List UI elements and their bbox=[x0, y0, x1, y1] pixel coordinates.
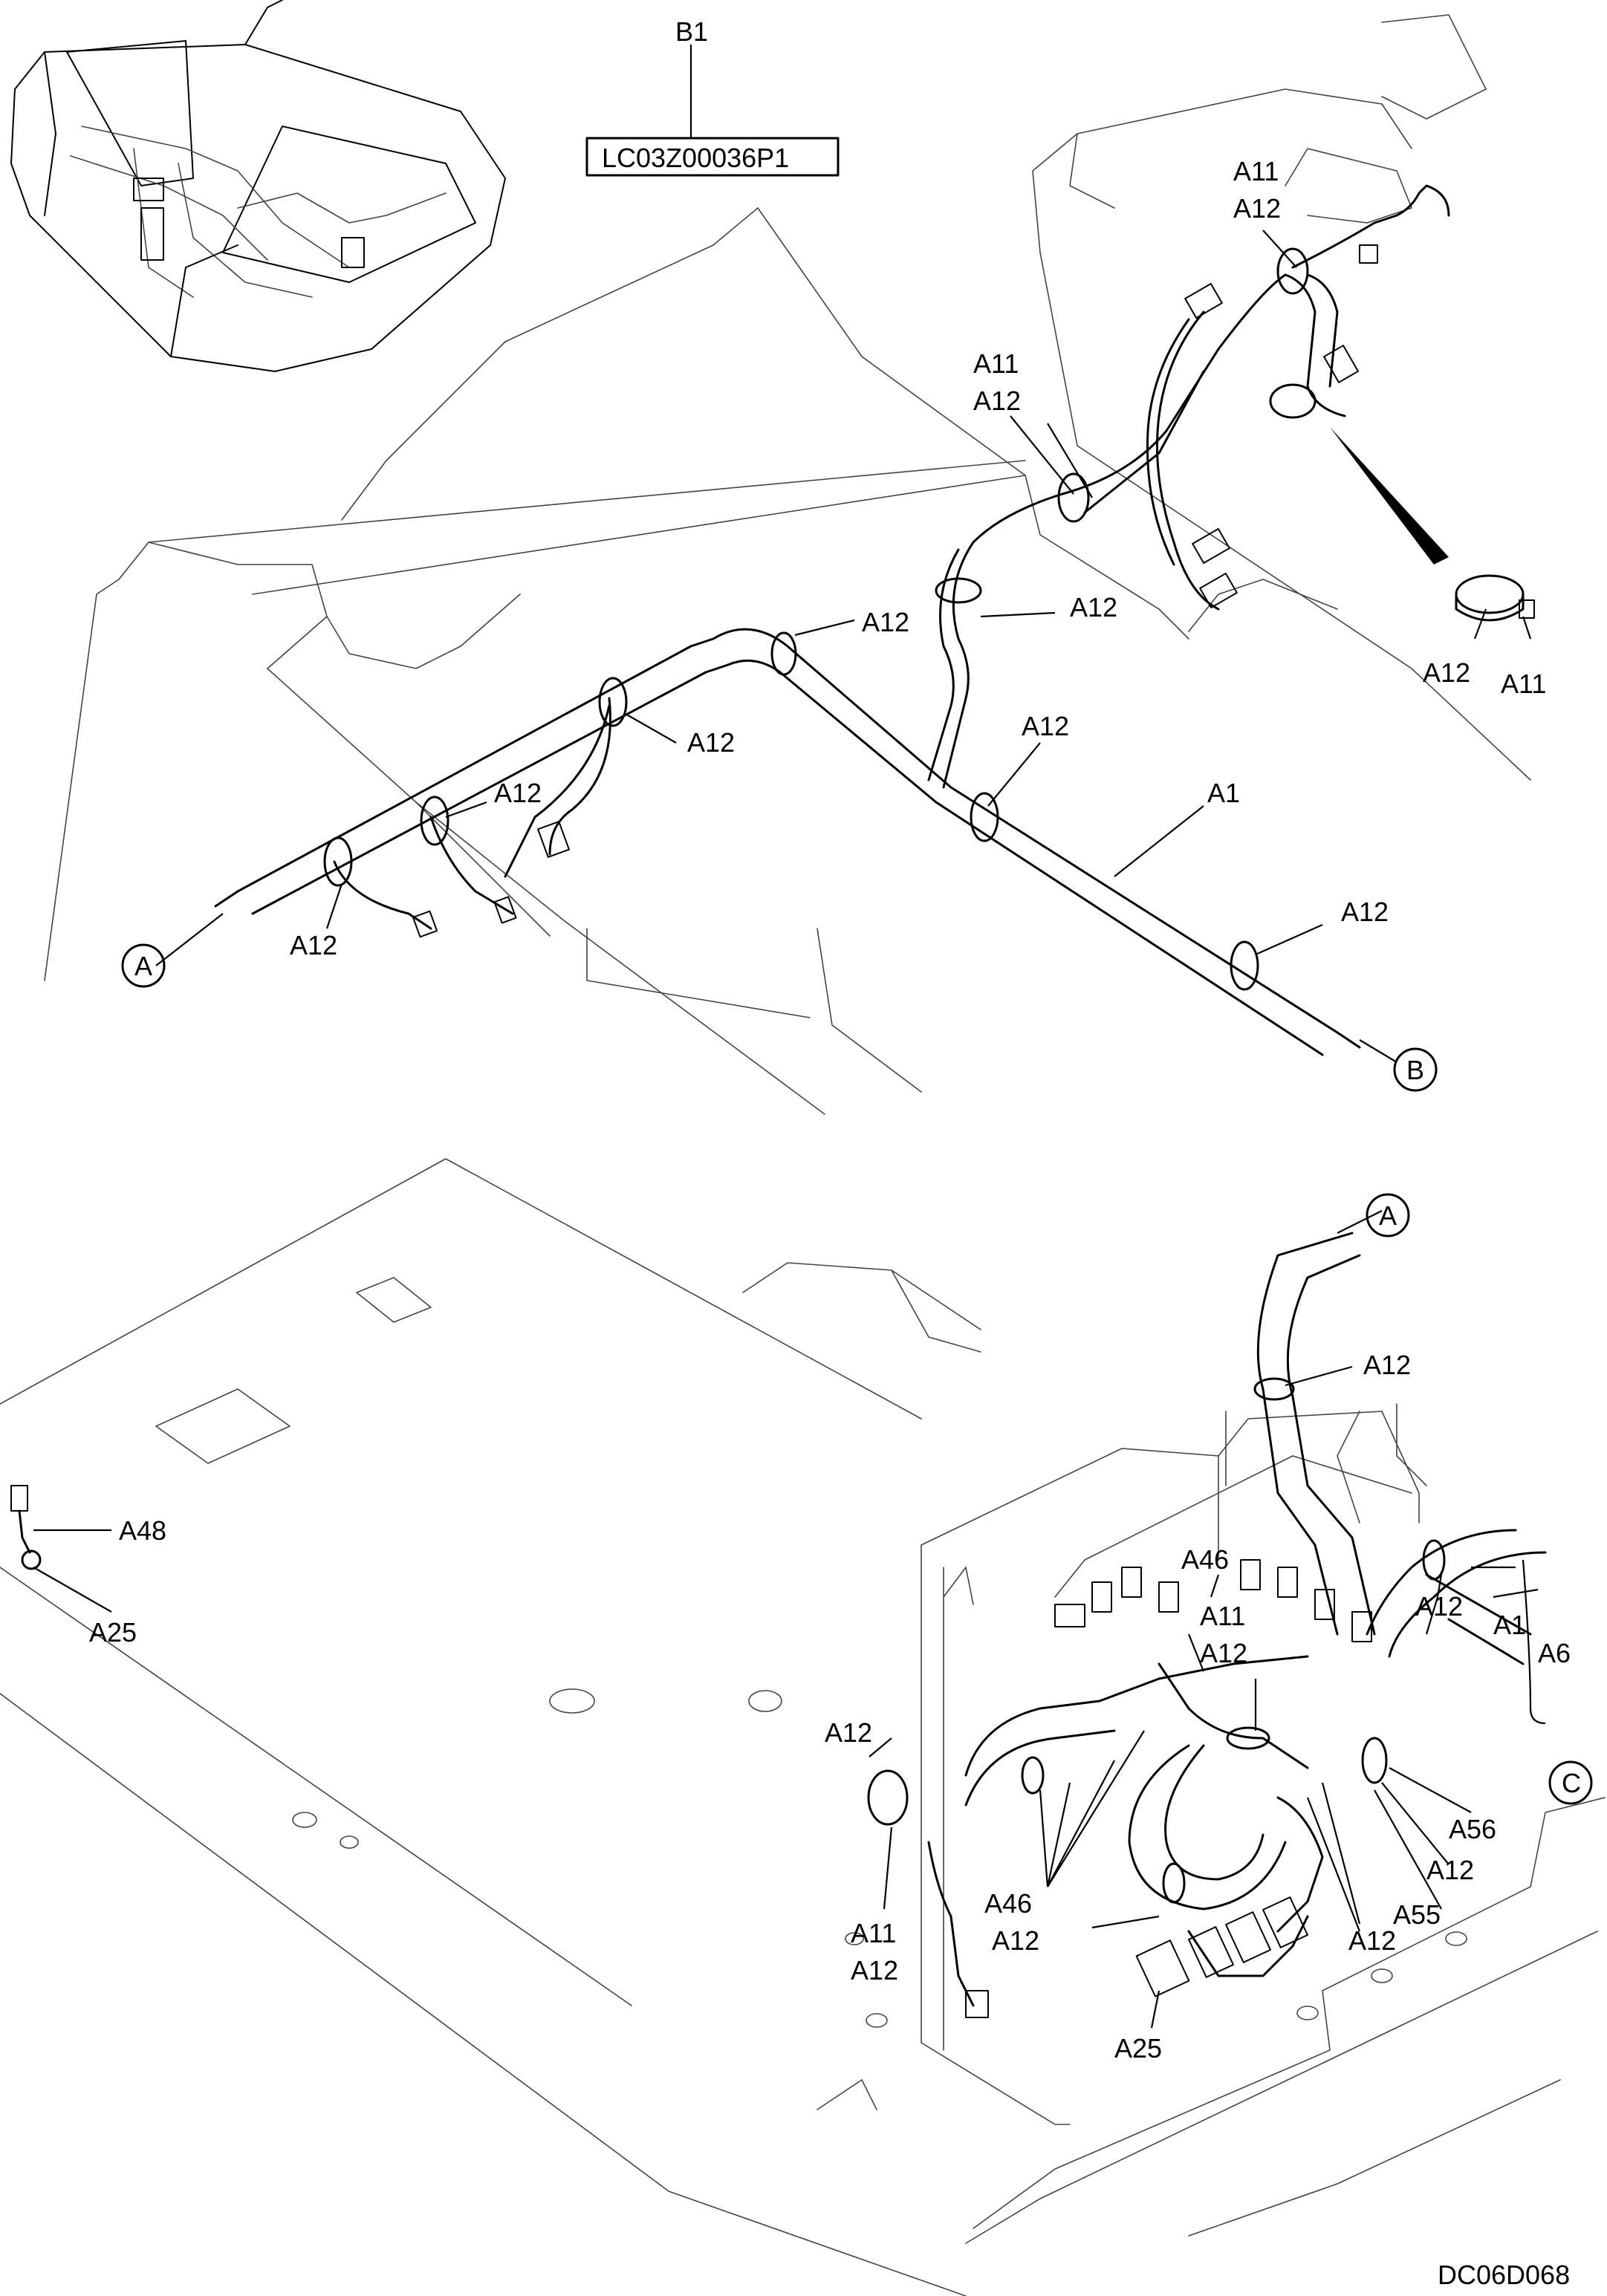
callout-a25: A25 bbox=[89, 1617, 137, 1648]
continuation-circle-a-bottom bbox=[1366, 1193, 1410, 1238]
clamp-a12-8 bbox=[1269, 383, 1317, 419]
callout-a12: A12 bbox=[992, 1925, 1039, 1956]
continuation-circle-c bbox=[1548, 1760, 1593, 1805]
marker-b: B bbox=[1406, 1055, 1424, 1085]
callout-a12: A12 bbox=[825, 1717, 872, 1748]
clamp-a12-5 bbox=[935, 577, 982, 604]
leaders-bottom bbox=[33, 1210, 1546, 2029]
callout-a12: A12 bbox=[494, 778, 542, 808]
clamp-a12-3 bbox=[598, 677, 628, 727]
leaders-top bbox=[155, 45, 1532, 1063]
callout-a11: A11 bbox=[1233, 156, 1279, 186]
label-b1: B1 bbox=[675, 16, 708, 47]
callout-a46: A46 bbox=[984, 1888, 1032, 1919]
continuation-markers bbox=[121, 943, 1593, 1805]
callout-a55: A55 bbox=[1393, 1899, 1441, 1930]
callout-a11: A11 bbox=[1501, 669, 1546, 699]
machine-overview-inset bbox=[10, 0, 506, 372]
harness-a1-top bbox=[214, 184, 1450, 1056]
callout-a11: A11 bbox=[973, 348, 1019, 379]
callout-a6: A6 bbox=[1538, 1638, 1571, 1668]
clamp-a12-1 bbox=[323, 836, 353, 887]
callout-a12: A12 bbox=[973, 386, 1021, 416]
callout-a12: A12 bbox=[862, 607, 909, 637]
callout-a11: A11 bbox=[851, 1918, 896, 1948]
callout-a12: A12 bbox=[1233, 193, 1281, 224]
clamp-a12-7 bbox=[1230, 940, 1259, 991]
callout-a48: A48 bbox=[119, 1515, 166, 1546]
callout-a1: A1 bbox=[1493, 1610, 1526, 1640]
clamp-a11-a12-1 bbox=[1057, 472, 1090, 523]
upper-frame-outline bbox=[44, 14, 1531, 1115]
clamp-a11-a12-2 bbox=[1276, 247, 1309, 295]
lower-frame-outline bbox=[0, 1158, 1606, 2296]
clamp-detail bbox=[1330, 427, 1535, 622]
callout-a1: A1 bbox=[1207, 778, 1240, 808]
callout-a56: A56 bbox=[1449, 1814, 1496, 1844]
callout-a12: A12 bbox=[687, 727, 735, 758]
clamp-a12-2 bbox=[420, 796, 449, 846]
callout-a12: A12 bbox=[1423, 657, 1470, 688]
harness-bottom bbox=[10, 1232, 1547, 2018]
marker-a-top: A bbox=[134, 951, 152, 981]
callout-a12: A12 bbox=[1070, 592, 1117, 622]
label-part-number: LC03Z00036P1 bbox=[602, 143, 789, 173]
callout-a12: A12 bbox=[290, 930, 337, 960]
callout-a11: A11 bbox=[1200, 1601, 1245, 1631]
controller-box bbox=[921, 1403, 1427, 2125]
callout-a12: A12 bbox=[1348, 1925, 1396, 1956]
callout-a12: A12 bbox=[1415, 1591, 1463, 1622]
clamp-a12-6 bbox=[970, 792, 999, 842]
callout-a12: A12 bbox=[851, 1955, 898, 1986]
continuation-circle-a-top bbox=[121, 943, 166, 988]
clamps-bottom bbox=[867, 1377, 1446, 1904]
labels: B1 LC03Z00036P1 A B A C A11 A12 A11 A12 … bbox=[89, 16, 1581, 2290]
clamp-a12-4 bbox=[770, 631, 797, 676]
callout-a12: A12 bbox=[1022, 711, 1069, 741]
callout-a12: A12 bbox=[1341, 897, 1389, 927]
drawing-id: DC06D068 bbox=[1438, 2260, 1570, 2290]
marker-c: C bbox=[1562, 1768, 1581, 1798]
marker-a-bottom: A bbox=[1379, 1200, 1397, 1231]
callout-a12: A12 bbox=[1363, 1350, 1411, 1380]
callout-a25: A25 bbox=[1114, 2033, 1162, 2064]
clamps-top bbox=[323, 247, 1317, 991]
continuation-circle-b bbox=[1393, 1047, 1438, 1092]
callout-a12: A12 bbox=[1200, 1638, 1247, 1668]
callout-a46: A46 bbox=[1181, 1544, 1229, 1575]
part-number-box bbox=[585, 137, 840, 177]
callout-a12: A12 bbox=[1426, 1855, 1474, 1885]
